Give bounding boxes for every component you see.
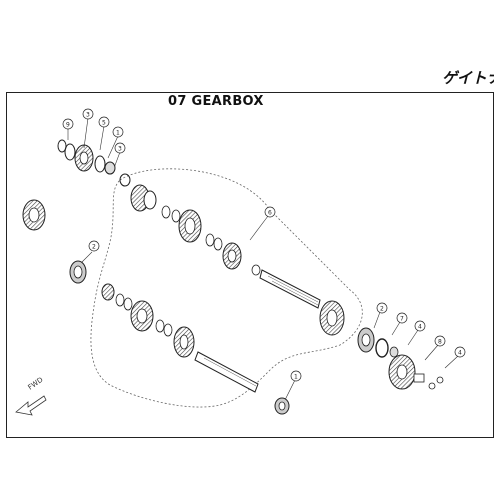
svg-text:ゲイトナ: ゲイトナ (442, 69, 494, 87)
loose-gear-left (22, 199, 46, 231)
callout-2b: 2 (376, 302, 388, 314)
callout-1a: 1 (112, 126, 124, 138)
svg-text:6: 6 (268, 210, 272, 217)
kickstart-gear-cluster (57, 139, 131, 187)
svg-text:4: 4 (458, 350, 462, 357)
callouts: 9 3 5 1 3 6 2 1 2 7 4 8 4 (62, 108, 466, 382)
callout-2a: 2 (88, 240, 100, 252)
svg-text:1: 1 (116, 130, 120, 137)
callout-8: 8 (434, 335, 446, 347)
svg-text:2: 2 (380, 306, 384, 313)
page-title: 07 GEARBOX (168, 94, 264, 109)
svg-text:9: 9 (66, 122, 70, 129)
fwd-direction-arrow: FWD (15, 376, 47, 416)
svg-text:5: 5 (102, 120, 106, 127)
callout-1b: 1 (290, 370, 302, 382)
assembly-boundary (90, 168, 363, 408)
svg-text:1: 1 (294, 374, 298, 381)
svg-text:FWD: FWD (27, 376, 45, 392)
callout-3b: 3 (114, 142, 126, 154)
callout-6: 6 (264, 206, 276, 218)
svg-text:8: 8 (438, 339, 442, 346)
mainshaft-assembly (69, 260, 290, 415)
countershaft-assembly (130, 184, 345, 336)
svg-text:2: 2 (92, 244, 96, 251)
svg-text:4: 4 (418, 324, 422, 331)
svg-text:3: 3 (118, 146, 122, 153)
callout-5: 5 (98, 116, 110, 128)
callout-9a: 9 (62, 118, 74, 130)
leader-lines (67, 117, 459, 401)
callout-4b: 4 (454, 346, 466, 358)
svg-text:7: 7 (400, 316, 404, 323)
callout-7: 7 (396, 312, 408, 324)
output-sprocket-assembly (357, 327, 444, 390)
brand-logo: ゲイトナ (442, 69, 494, 87)
svg-text:3: 3 (86, 112, 90, 119)
callout-4a: 4 (414, 320, 426, 332)
callout-3a: 3 (82, 108, 94, 120)
